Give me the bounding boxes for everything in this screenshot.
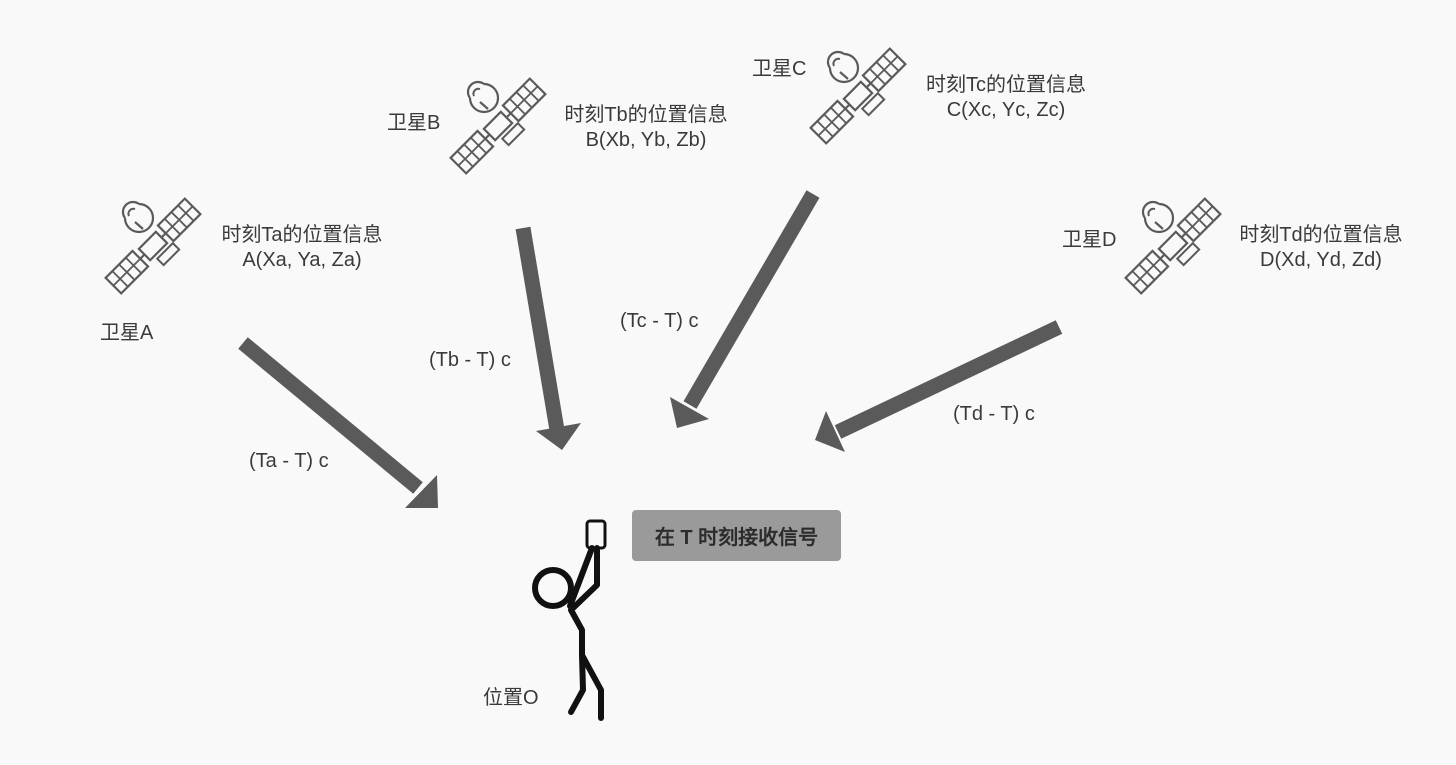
receive-signal-badge: 在 T 时刻接收信号 <box>632 510 841 561</box>
position-o-label: 位置O <box>483 687 539 709</box>
satellite-b-info: 时刻Tb的位置信息 B(Xb, Yb, Zb) <box>556 103 736 153</box>
satellite-c-icon <box>809 47 914 152</box>
distance-d-label: (Td - T) c <box>953 403 1035 425</box>
arrow-b <box>515 226 565 432</box>
satellite-d-info-line2: D(Xd, Yd, Zd) <box>1260 249 1382 271</box>
satellite-d-info: 时刻Td的位置信息 D(Xd, Yd, Zd) <box>1231 223 1411 273</box>
distance-b-label: (Tb - T) c <box>429 349 511 371</box>
satellite-d-info-line1: 时刻Td的位置信息 <box>1239 224 1403 246</box>
satellite-a-info-line1: 时刻Ta的位置信息 <box>221 224 383 246</box>
distance-a-label: (Ta - T) c <box>249 450 329 472</box>
satellite-b-name: 卫星B <box>387 112 441 134</box>
satellite-c-info-line2: C(Xc, Yc, Zc) <box>946 99 1066 121</box>
satellite-d-name: 卫星D <box>1062 229 1117 251</box>
satellite-c-info-line1: 时刻Tc的位置信息 <box>926 74 1086 96</box>
satellite-c-info: 时刻Tc的位置信息 C(Xc, Yc, Zc) <box>916 73 1096 123</box>
satellite-b-info-line2: B(Xb, Yb, Zb) <box>585 129 707 151</box>
arrow-c-head <box>670 397 709 428</box>
satellite-b-info-line1: 时刻Tb的位置信息 <box>564 104 728 126</box>
arrow-c <box>683 190 820 409</box>
satellite-a-info: 时刻Ta的位置信息 A(Xa, Ya, Za) <box>212 223 392 273</box>
arrow-a <box>238 337 423 494</box>
arrow-a-head <box>405 475 438 508</box>
satellite-b-icon <box>449 77 554 182</box>
arrow-d <box>834 320 1063 439</box>
arrow-b-head <box>536 423 581 450</box>
satellite-d-icon <box>1124 197 1229 302</box>
person-icon <box>532 519 607 721</box>
distance-c-label: (Tc - T) c <box>620 310 699 332</box>
satellite-a-info-line2: A(Xa, Ya, Za) <box>242 249 362 271</box>
satellite-a-icon <box>104 197 209 302</box>
satellite-a-name: 卫星A <box>100 322 154 344</box>
arrow-d-head <box>815 411 845 452</box>
satellite-c-name: 卫星C <box>752 58 807 80</box>
